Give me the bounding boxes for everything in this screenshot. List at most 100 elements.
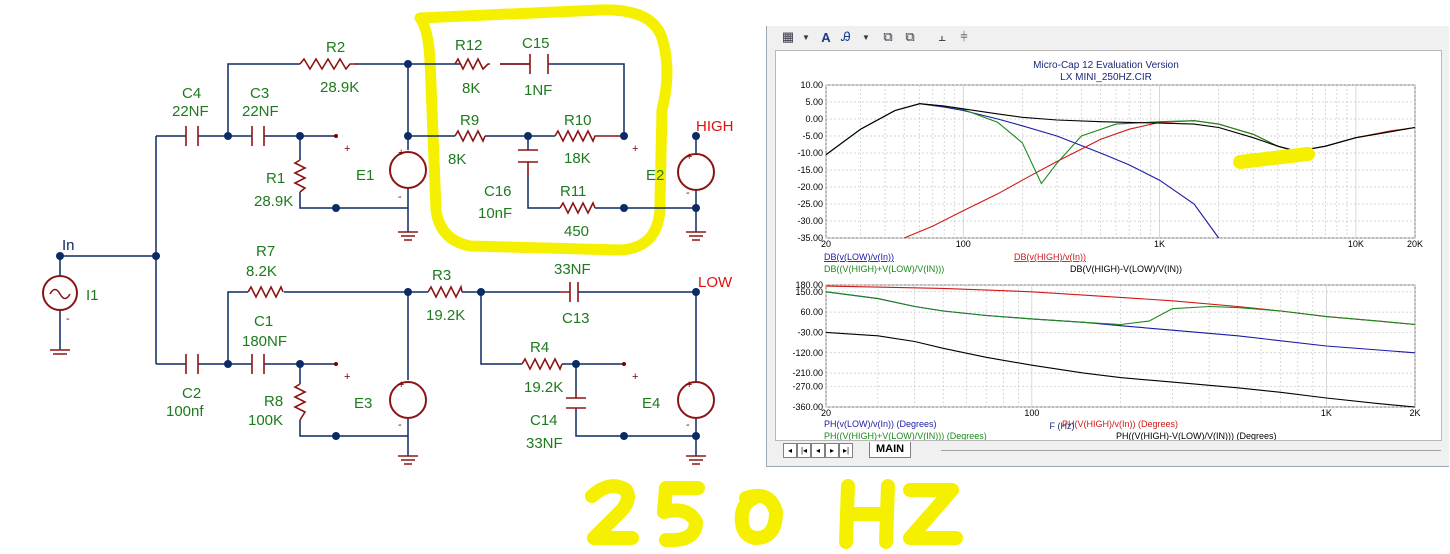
capacitor-c16 <box>518 149 538 175</box>
label-r9-name: R9 <box>460 112 479 129</box>
y-tick-label: 0.00 <box>805 114 823 124</box>
legend-entry-0-3: DB(V(HIGH)-V(LOW)/V(IN)) <box>1070 264 1182 274</box>
label-c14-name: C14 <box>530 412 558 429</box>
label-e4: E4 <box>642 395 660 412</box>
prev-tab-button[interactable]: ◂ <box>811 443 825 458</box>
series-line-1-3 <box>825 331 1416 408</box>
align-icon[interactable]: ⫩ <box>960 29 968 44</box>
source-e4 <box>677 381 715 419</box>
first-tab-button[interactable]: |◂ <box>797 443 811 458</box>
label-c16-value: 10nF <box>478 205 512 222</box>
next-tab-button[interactable]: ▸ <box>825 443 839 458</box>
y-tick-label: 180.00 <box>795 280 823 290</box>
svg-text:-: - <box>686 187 690 199</box>
resistor-r12 <box>454 57 490 71</box>
label-c16-name: C16 <box>484 183 512 200</box>
legend-entry-1-0: PH(v(LOW)/v(In)) (Degrees) <box>824 419 937 429</box>
series-line-1-2 <box>825 291 1416 326</box>
y-tick-label: -360.00 <box>792 402 823 412</box>
y-tick-label: 10.00 <box>800 80 823 90</box>
x-tick-label: 2K <box>1409 408 1420 418</box>
y-tick-label: 150.00 <box>795 287 823 297</box>
svg-text:-: - <box>398 419 402 431</box>
resistor-r8 <box>293 383 307 421</box>
label-e2: E2 <box>646 167 664 184</box>
label-c13-name: C13 <box>562 310 590 327</box>
text-a-icon[interactable]: A <box>821 29 831 45</box>
plot-area: Micro-Cap 12 Evaluation Version LX MINI_… <box>775 50 1442 441</box>
separator-icon[interactable]: ⫠ <box>938 29 946 44</box>
highlight-mark <box>1233 147 1315 169</box>
label-r8-value: 100K <box>248 412 283 429</box>
y-tick-label: -15.00 <box>797 165 823 175</box>
x-tick-label: 10K <box>1348 239 1364 249</box>
label-r10-value: 18K <box>564 150 591 167</box>
label-e3: E3 <box>354 395 372 412</box>
scroll-left-button[interactable]: ◂ <box>783 443 797 458</box>
label-c4-value: 22NF <box>172 103 209 120</box>
label-c15-name: C15 <box>522 35 550 52</box>
y-tick-label: -35.00 <box>797 233 823 243</box>
label-r1-value: 28.9K <box>254 193 293 210</box>
svg-text:+: + <box>686 379 692 391</box>
tab-bar: ◂ |◂ ◂ ▸ ▸| MAIN <box>781 442 1441 460</box>
legend-entry-0-1: DB(v(HIGH)/v(In)) <box>1014 252 1086 262</box>
label-c2-name: C2 <box>182 385 201 402</box>
copy-icon[interactable]: ⧉ <box>883 29 893 44</box>
y-tick-label: -30.00 <box>797 216 823 226</box>
source-i1 <box>42 256 78 350</box>
spellcheck-icon[interactable]: Ꭿ <box>841 29 851 44</box>
magnitude-plot: 10.005.000.00-5.00-10.00-15.00-20.00-25.… <box>797 80 1423 274</box>
plot-title: Micro-Cap 12 Evaluation Version <box>1033 60 1179 71</box>
ground-symbols <box>50 231 706 465</box>
horizontal-scrollbar[interactable] <box>941 450 1441 451</box>
x-tick-label: 20 <box>821 239 831 249</box>
capacitor-c15 <box>500 54 549 74</box>
resistor-r7 <box>247 285 284 299</box>
x-tick-label: 20K <box>1407 239 1423 249</box>
phase-plot: 180.00150.0060.00-30.00-120.00-210.00-27… <box>792 280 1420 441</box>
svg-text:-: - <box>398 191 402 203</box>
y-tick-label: -30.00 <box>797 327 823 337</box>
label-r12-name: R12 <box>455 37 483 54</box>
source-e2 <box>677 153 715 191</box>
label-c1-value: 180NF <box>242 333 287 350</box>
label-r11-name: R11 <box>560 183 586 200</box>
resistor-r10 <box>554 129 625 143</box>
component-labels: R2 28.9K R12 8K C15 1NF C4 22NF C3 22NF … <box>62 35 734 452</box>
dropdown-arrow-icon[interactable]: ▼ <box>862 32 870 42</box>
label-r4-value: 19.2K <box>524 379 563 396</box>
label-r7-value: 8.2K <box>246 263 277 280</box>
label-c2-value: 100nf <box>166 403 204 420</box>
source-e3 <box>389 381 427 419</box>
label-r1-name: R1 <box>266 170 285 187</box>
x-tick-label: 20 <box>821 408 831 418</box>
svg-text:-: - <box>686 419 690 431</box>
label-c4-name: C4 <box>182 85 201 102</box>
y-tick-label: -210.00 <box>792 368 823 378</box>
last-tab-button[interactable]: ▸| <box>839 443 853 458</box>
capacitor-c4 <box>185 126 199 146</box>
label-r11-value: 450 <box>564 223 589 240</box>
label-node-in: In <box>62 237 75 254</box>
plot-subtitle: LX MINI_250HZ.CIR <box>1060 72 1152 83</box>
grid-icon[interactable]: ▦ <box>781 29 795 44</box>
legend-entry-1-1: PH(V(HIGH)/v(In)) (Degrees) <box>1062 419 1178 429</box>
label-c3-value: 22NF <box>242 103 279 120</box>
resistor-r2 <box>299 57 357 71</box>
dropdown-arrow-icon[interactable]: ▼ <box>802 32 810 42</box>
x-tick-label: 100 <box>1024 408 1039 418</box>
tab-main[interactable]: MAIN <box>869 442 912 458</box>
capacitor-c14 <box>566 392 586 409</box>
plot-canvas: Micro-Cap 12 Evaluation Version LX MINI_… <box>792 60 1423 441</box>
handwritten-250hz-annotation <box>585 479 963 549</box>
x-tick-label: 100 <box>956 239 971 249</box>
label-r10-name: R10 <box>564 112 592 129</box>
capacitor-c13 <box>560 282 579 302</box>
y-tick-label: -270.00 <box>792 382 823 392</box>
paste-icon[interactable]: ⧉ <box>905 29 915 44</box>
resistor-r11 <box>559 201 596 215</box>
label-c3-name: C3 <box>250 85 269 102</box>
source-e1 <box>389 151 427 189</box>
label-c1-name: C1 <box>254 313 273 330</box>
